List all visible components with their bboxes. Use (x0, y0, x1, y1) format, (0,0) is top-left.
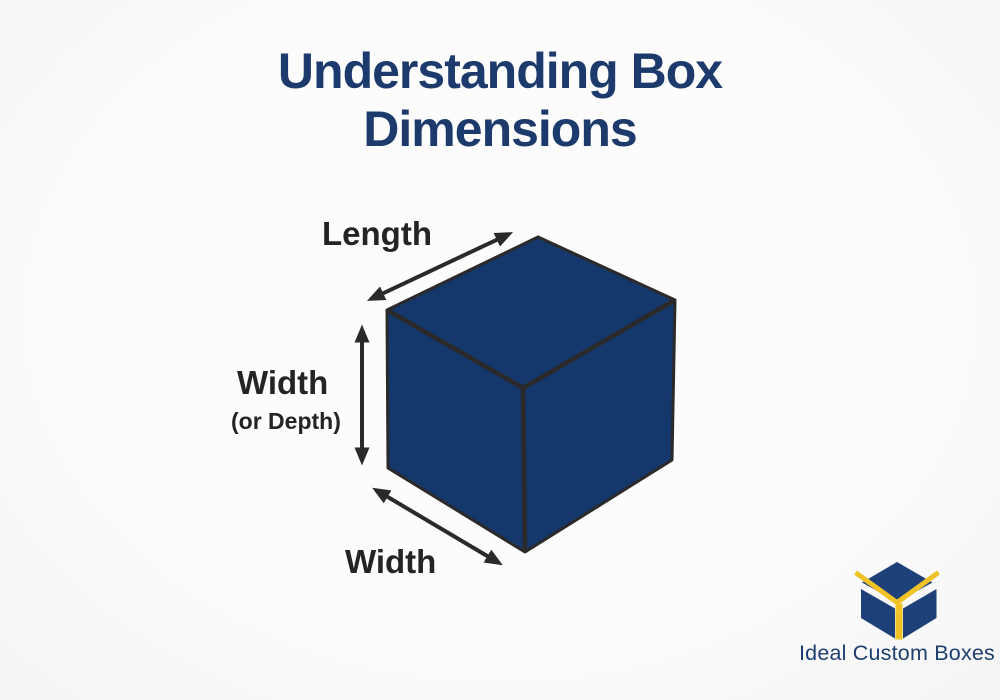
width-side-label: Width (237, 364, 329, 401)
logo-text: Ideal Custom Boxes (799, 641, 995, 665)
page-title-line2: Dimensions (363, 101, 637, 157)
length-arrow (366, 232, 514, 301)
logo-right-face (903, 589, 937, 639)
box-silhouette (385, 235, 677, 554)
page-title-line1: Understanding Box (277, 43, 723, 99)
logo-yellow-v (854, 570, 940, 606)
page-title: Understanding Box Dimensions (0, 42, 1000, 158)
width-side-sublabel: (or Depth) (231, 408, 341, 434)
logo-cube-icon (854, 562, 940, 640)
logo-left-face (861, 589, 895, 639)
length-label: Length (322, 215, 432, 252)
width-bottom-label: Width (345, 543, 437, 580)
width-bottom-arrow (372, 487, 503, 566)
box-interior-edges (385, 298, 677, 553)
